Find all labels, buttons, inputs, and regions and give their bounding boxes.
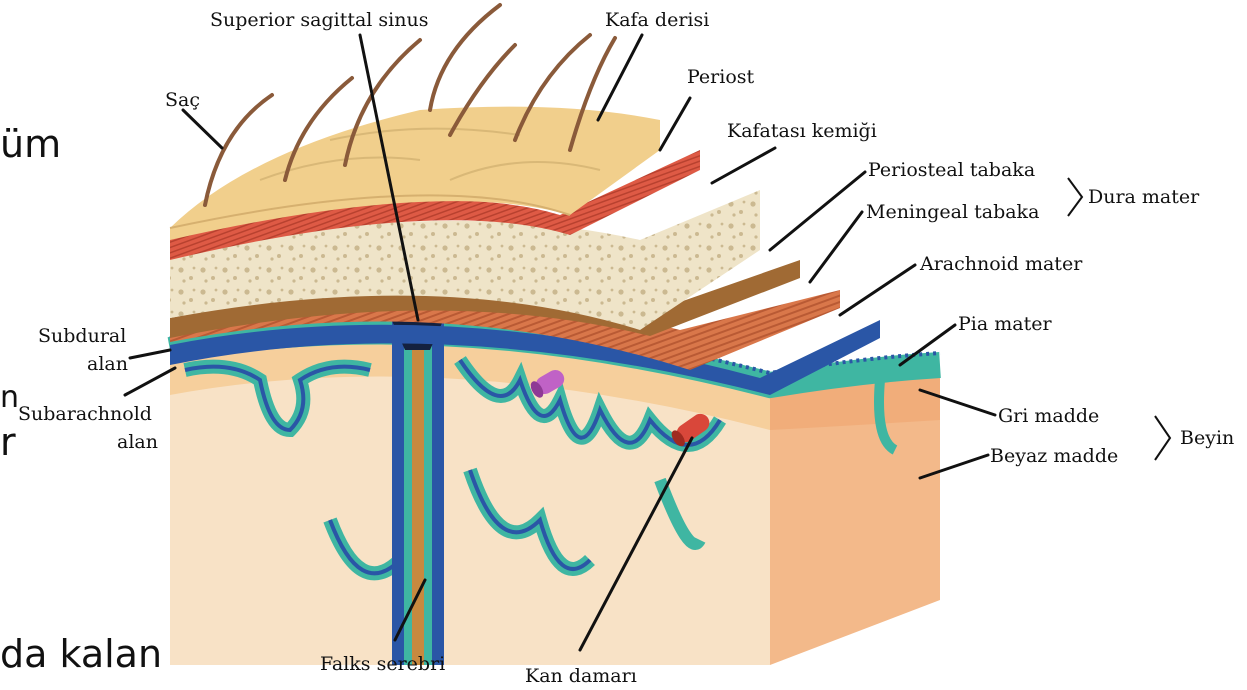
label-periost: Periost: [687, 66, 755, 88]
label-arachnoid-mater: Arachnoid mater: [919, 253, 1083, 275]
label-falx-cerebri: Falks serebri: [320, 653, 445, 675]
label-brain: Beyin: [1180, 427, 1234, 449]
brain-brace: [1155, 416, 1170, 460]
label-scalp: Kafa derisi: [605, 9, 709, 31]
label-superior-sagittal-sinus: Superior sagittal sinus: [210, 9, 428, 31]
label-periosteal-layer: Periosteal tabaka: [868, 159, 1035, 181]
label-gray-matter: Gri madde: [998, 405, 1099, 427]
dura-mater-brace: [1068, 178, 1082, 216]
label-pia-mater: Pia mater: [958, 313, 1052, 335]
label-white-matter: Beyaz madde: [990, 445, 1118, 467]
label-skull-bone: Kafatası kemiği: [727, 120, 877, 142]
label-blood-vessel: Kan damarı: [525, 665, 637, 687]
label-subdural-line2: alan: [87, 353, 128, 375]
falx-cerebri: [412, 300, 424, 665]
label-meningeal-layer: Meningeal tabaka: [866, 201, 1039, 223]
label-subarachnoid-line1: Subarachnold: [18, 403, 152, 425]
label-dura-mater: Dura mater: [1088, 186, 1200, 208]
label-subdural-line1: Subdural: [38, 325, 126, 347]
label-hair: Saç: [165, 89, 200, 111]
label-subarachnoid-line2: alan: [117, 431, 158, 453]
